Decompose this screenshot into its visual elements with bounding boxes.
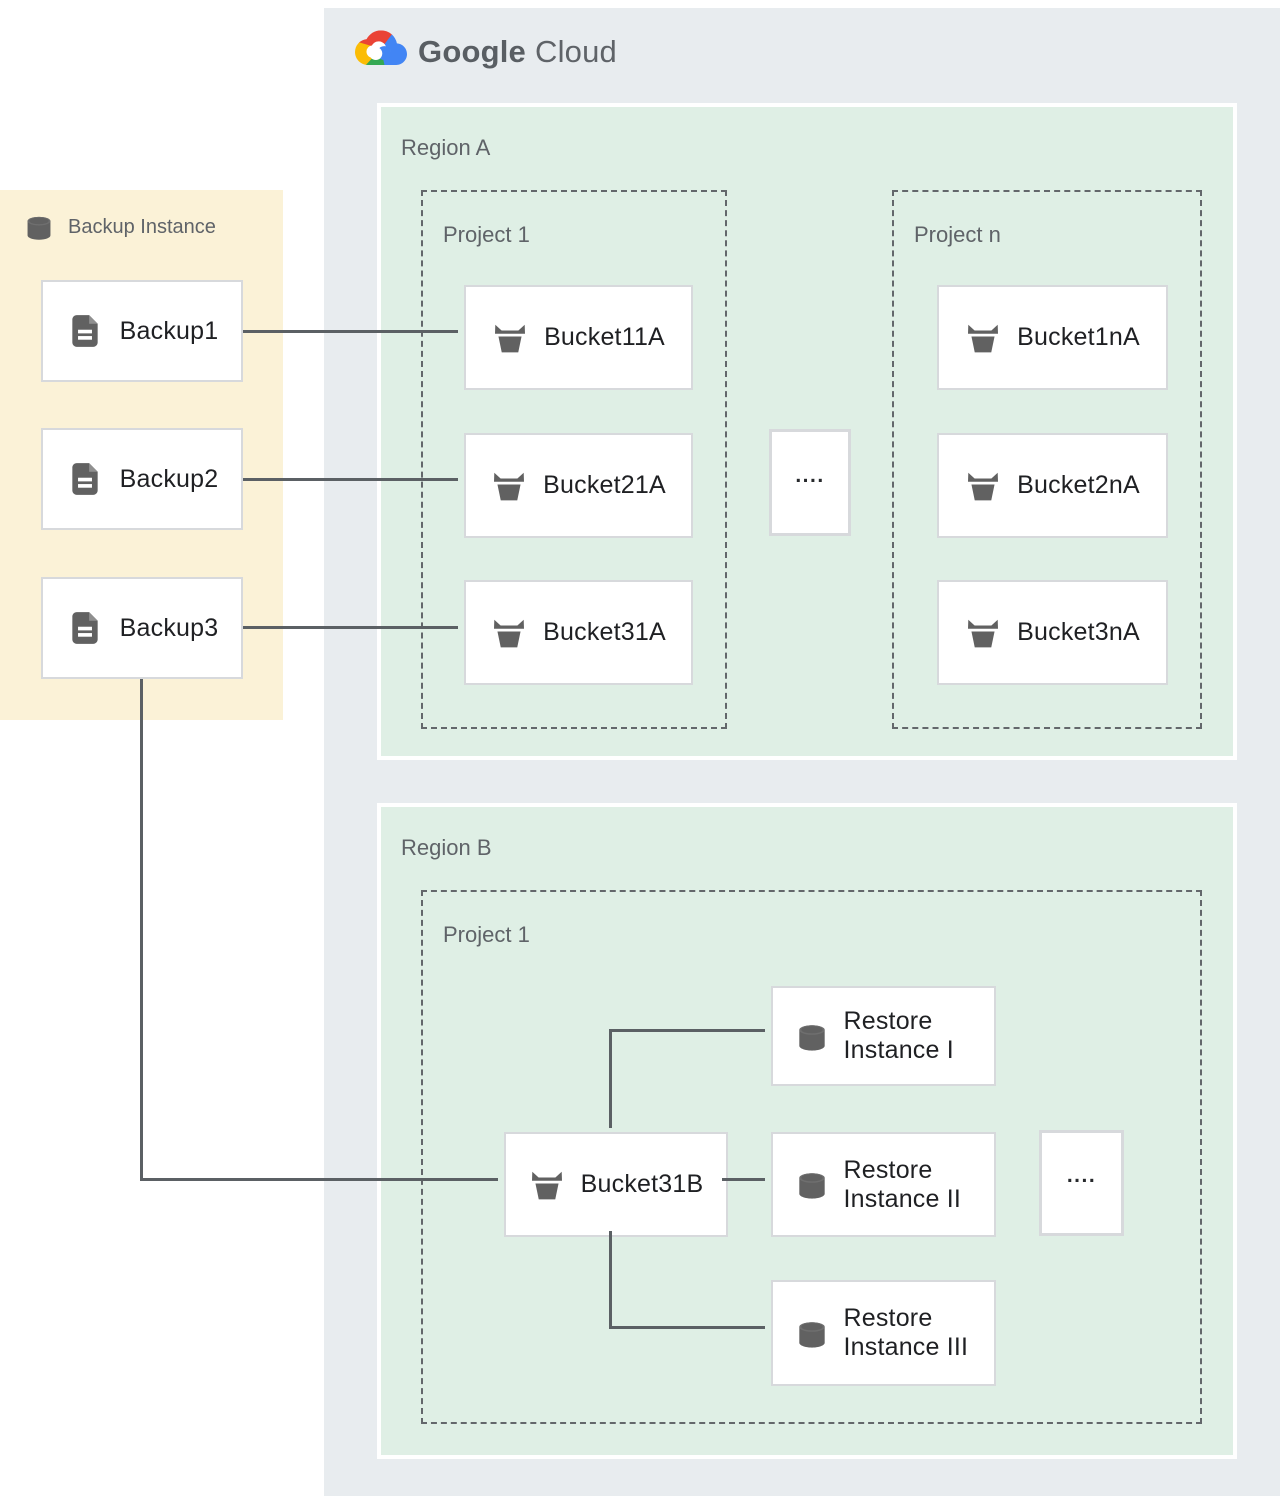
bucket-node: Bucket31A	[464, 580, 693, 685]
bucket-label: Bucket2nA	[1017, 471, 1140, 499]
backup-label: Backup1	[119, 316, 219, 345]
storage-bucket-icon	[494, 472, 525, 500]
restore-instance-label: Restore Instance III	[843, 1304, 969, 1361]
google-cloud-logo: Google Cloud	[355, 30, 617, 74]
file-document-icon	[71, 315, 98, 347]
more-projects-ellipsis: ....	[769, 429, 851, 536]
connector-backup3-bucket31a	[243, 626, 458, 629]
backup-node: Backup2	[41, 428, 243, 530]
storage-bucket-icon	[495, 324, 526, 352]
database-icon	[27, 216, 51, 240]
bucket-node: Bucket11A	[464, 285, 693, 390]
connector-bucket31b-restore3-horizontal	[609, 1326, 765, 1329]
region-a-project-n-label: Project n	[914, 222, 1001, 247]
region-b-label: Region B	[401, 835, 492, 860]
storage-bucket-icon	[494, 619, 525, 647]
connector-bucket31b-restore1-horizontal	[609, 1029, 765, 1032]
storage-bucket-icon	[968, 472, 999, 500]
backup-node: Backup1	[41, 280, 243, 382]
more-restores-ellipsis: ....	[1039, 1130, 1124, 1236]
connector-bucket31b-restore1-vertical	[609, 1029, 612, 1128]
restore-instance-label: Restore Instance II	[843, 1155, 962, 1213]
logo-product: Cloud	[534, 34, 617, 69]
database-icon	[798, 1173, 825, 1199]
bucket-label: Bucket3nA	[1017, 618, 1140, 646]
restore-instance-node: Restore Instance III	[771, 1280, 996, 1386]
backup-panel-title: Backup Instance	[68, 215, 216, 238]
region-a-project-1: Project 1 Bucket11A Bucket21A Bucket31A	[421, 190, 727, 729]
bucket-node: Bucket1nA	[937, 285, 1168, 390]
backup-panel-header: Backup Instance	[20, 213, 216, 241]
logo-brand: Google	[418, 34, 526, 69]
google-cloud-logo-icon	[355, 30, 407, 74]
connector-bucket31b-restore3-vertical	[609, 1231, 612, 1329]
bucket-label: Bucket11A	[544, 323, 665, 351]
region-a-label: Region A	[401, 135, 491, 160]
bucket-node: Bucket31B	[504, 1132, 728, 1237]
ellipsis-text: ....	[795, 463, 825, 487]
restore-instance-label: Restore Instance I	[843, 1007, 954, 1064]
google-cloud-logo-text: Google Cloud	[418, 34, 617, 70]
connector-bucket31b-restore2	[722, 1178, 765, 1181]
region-b: Region B Project 1 Restore Instance I Bu…	[377, 803, 1237, 1459]
backup-label: Backup2	[119, 464, 219, 493]
connector-backup2-bucket21a	[243, 478, 458, 481]
region-a-project-n: Project n Bucket1nA Bucket2nA Bucket3nA	[892, 190, 1202, 729]
region-a-project-1-label: Project 1	[443, 222, 530, 247]
storage-bucket-icon	[531, 1171, 562, 1199]
restore-instance-node: Restore Instance I	[771, 986, 996, 1086]
bucket-label: Bucket31A	[543, 618, 666, 646]
storage-bucket-icon	[968, 619, 999, 647]
file-document-icon	[71, 463, 98, 495]
region-b-project-1-label: Project 1	[443, 922, 530, 947]
storage-bucket-icon	[968, 324, 999, 352]
ellipsis-text: ....	[1066, 1163, 1097, 1187]
bucket-label: Bucket31B	[580, 1170, 704, 1198]
bucket-node: Bucket3nA	[937, 580, 1168, 685]
connector-backup3-bucket31b-vertical	[140, 679, 143, 1181]
file-document-icon	[71, 612, 98, 644]
backup-node: Backup3	[41, 577, 243, 679]
region-b-project-1: Project 1 Restore Instance I Bucket31B R…	[421, 890, 1202, 1424]
region-a: Region A Project 1 Bucket11A Bucket21A B…	[377, 103, 1237, 760]
connector-backup1-bucket11a	[243, 330, 458, 333]
connector-backup3-bucket31b-horizontal	[140, 1178, 498, 1181]
google-cloud-container: Google Cloud Region A Project 1 Bucket11…	[324, 8, 1280, 1496]
backup-label: Backup3	[119, 613, 219, 642]
database-icon	[798, 1024, 825, 1051]
bucket-node: Bucket21A	[464, 433, 693, 538]
bucket-label: Bucket1nA	[1017, 323, 1140, 351]
restore-instance-node: Restore Instance II	[771, 1132, 996, 1237]
database-icon	[798, 1321, 825, 1348]
bucket-node: Bucket2nA	[937, 433, 1168, 538]
bucket-label: Bucket21A	[543, 471, 666, 499]
